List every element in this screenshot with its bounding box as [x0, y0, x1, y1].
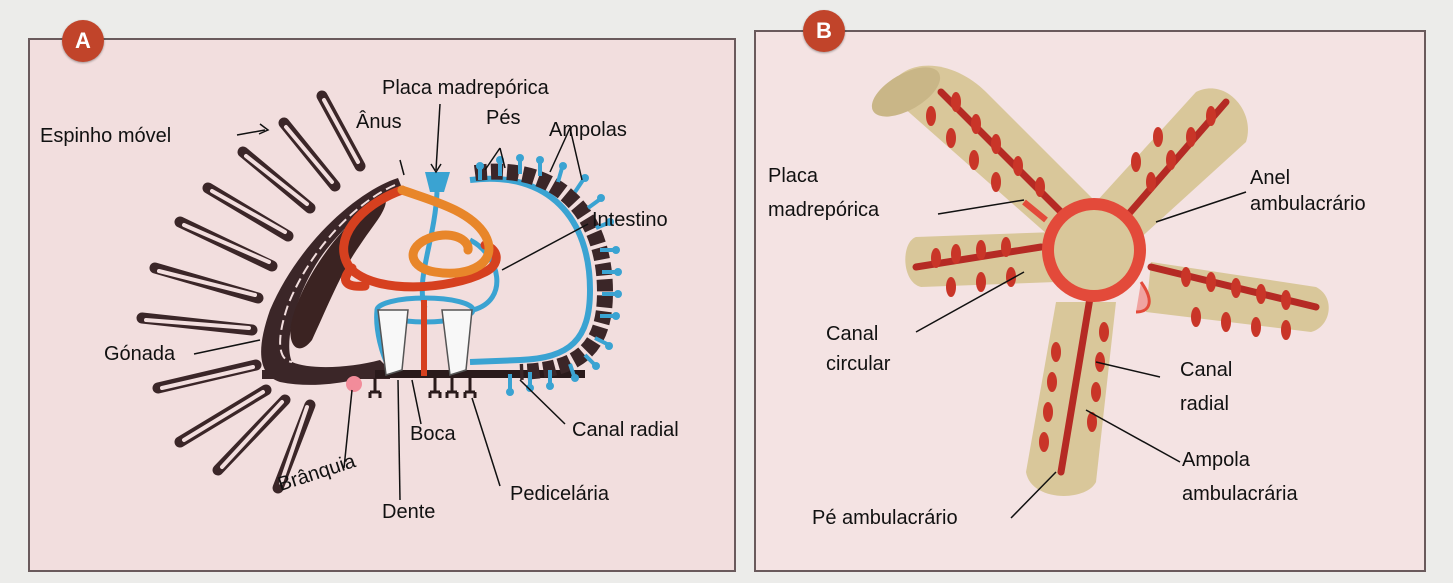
sea-urchin-diagram-panel: Espinho móvel Ânus Placa madrepórica Pés… [28, 38, 736, 572]
label-ambulacraria: ambulacrária [1182, 482, 1298, 506]
label-canal-rad: Canal [1180, 358, 1232, 382]
label-radial: radial [1180, 392, 1229, 416]
label-anus: Ânus [356, 110, 402, 134]
label-anel: Anel [1250, 166, 1290, 190]
label-circular: circular [826, 352, 890, 376]
label-madreporica: madrepórica [768, 198, 879, 222]
label-gonada: Gónada [104, 342, 175, 366]
label-placa-madreporica: Placa madrepórica [382, 76, 549, 100]
starfish-illustration [756, 32, 1424, 570]
badge-a: A [62, 20, 104, 62]
label-canal-radial: Canal radial [572, 418, 679, 442]
label-pes: Pés [486, 106, 520, 130]
label-ambulacrario: ambulacrário [1250, 192, 1366, 216]
starfish-diagram-panel: Placa madrepórica Anel ambulacrário Cana… [754, 30, 1426, 572]
label-boca: Boca [410, 422, 456, 446]
pedicellariae [370, 378, 475, 398]
label-pe-ambulacrario: Pé ambulacrário [812, 506, 958, 530]
label-canal-circ: Canal [826, 322, 878, 346]
label-ampola: Ampola [1182, 448, 1250, 472]
label-espinho-movel: Espinho móvel [40, 124, 171, 148]
label-dente: Dente [382, 500, 435, 524]
badge-b: B [803, 10, 845, 52]
label-placa: Placa [768, 164, 818, 188]
label-ampolas: Ampolas [549, 118, 627, 142]
madreporite [425, 172, 450, 192]
gill [346, 376, 362, 392]
intestine-orange [402, 190, 489, 273]
label-intestino: Intestino [592, 208, 668, 232]
label-pedicelaria: Pedicelária [510, 482, 609, 506]
